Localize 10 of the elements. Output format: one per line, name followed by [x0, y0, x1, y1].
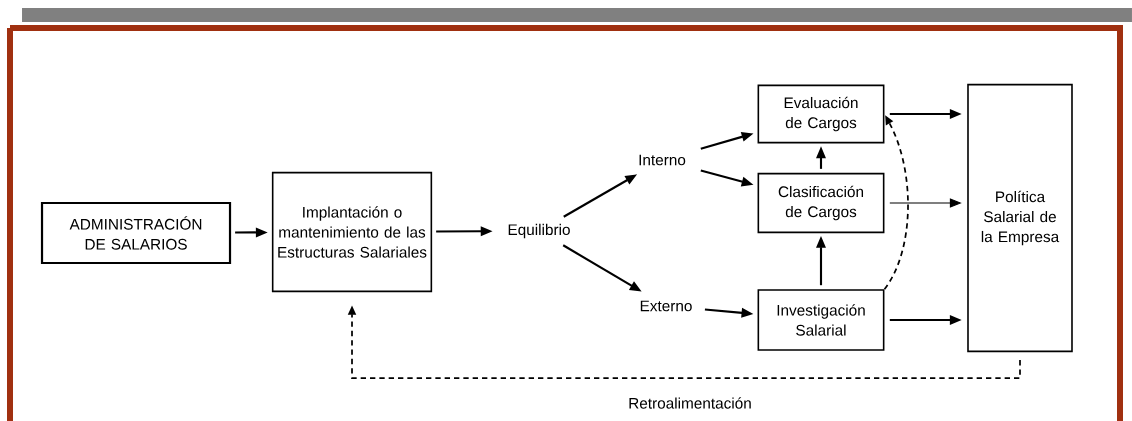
text-label: Interno: [639, 154, 686, 166]
process-box: Investigación Salarial: [757, 289, 885, 351]
text-label: Equilibrio: [508, 223, 570, 239]
process-box: Implantación o mantenimiento de las Estructuras Salariales: [271, 171, 433, 293]
process-box: Política Salarial de la Empresa: [967, 83, 1073, 353]
text-label: Externo: [640, 300, 692, 312]
process-box: Clasificación de Cargos: [757, 172, 885, 234]
process-box: Evaluación de Cargos: [757, 84, 885, 144]
edge-label: Retroalimentación: [626, 395, 754, 411]
process-box: ADMINISTRACIÓN DE SALARIOS: [40, 201, 232, 265]
